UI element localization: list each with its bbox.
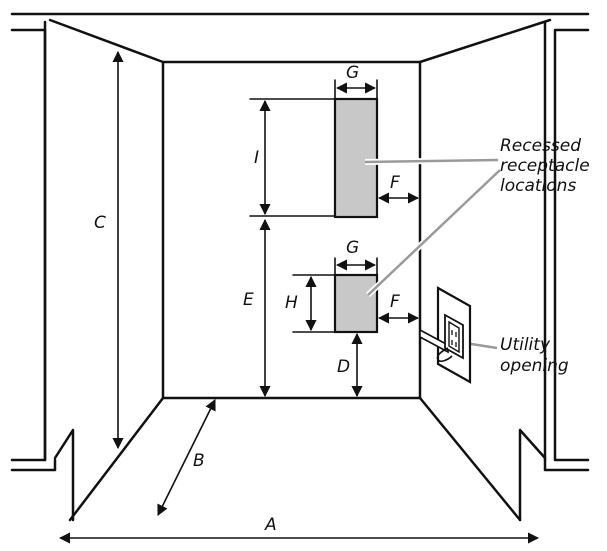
recessed-line-2: receptacle [500,156,590,176]
dimension-letters: A B C D E F F G G H I [94,63,400,535]
label-c: C [94,213,106,233]
upper-receptacle-box [333,97,379,219]
label-g-upper: G [346,63,359,83]
extension-lines [249,79,378,333]
label-i: I [254,148,259,168]
room-frame [10,12,590,522]
label-f-lower: F [390,292,400,312]
utility-line-1: Utility [500,335,551,355]
label-f-upper: F [390,173,400,193]
label-d: D [337,357,350,377]
recessed-line-1: Recessed [500,136,581,156]
utility-callout: Utility opening [500,335,569,376]
utility-line-2: opening [500,356,569,376]
label-h: H [285,293,298,313]
recessed-callout: Recessed receptacle locations [500,136,590,196]
dimension-arrows [58,50,540,544]
dim-b-arrow [157,398,216,517]
label-g-lower: G [346,238,359,258]
electrical-outlet-icon [444,313,464,360]
label-e: E [243,290,254,310]
callout-pointers [364,157,503,350]
label-b: B [193,451,205,471]
recessed-line-3: locations [500,176,576,196]
utility-opening [419,286,472,384]
label-a: A [264,515,277,535]
lower-receptacle-box [333,273,379,334]
